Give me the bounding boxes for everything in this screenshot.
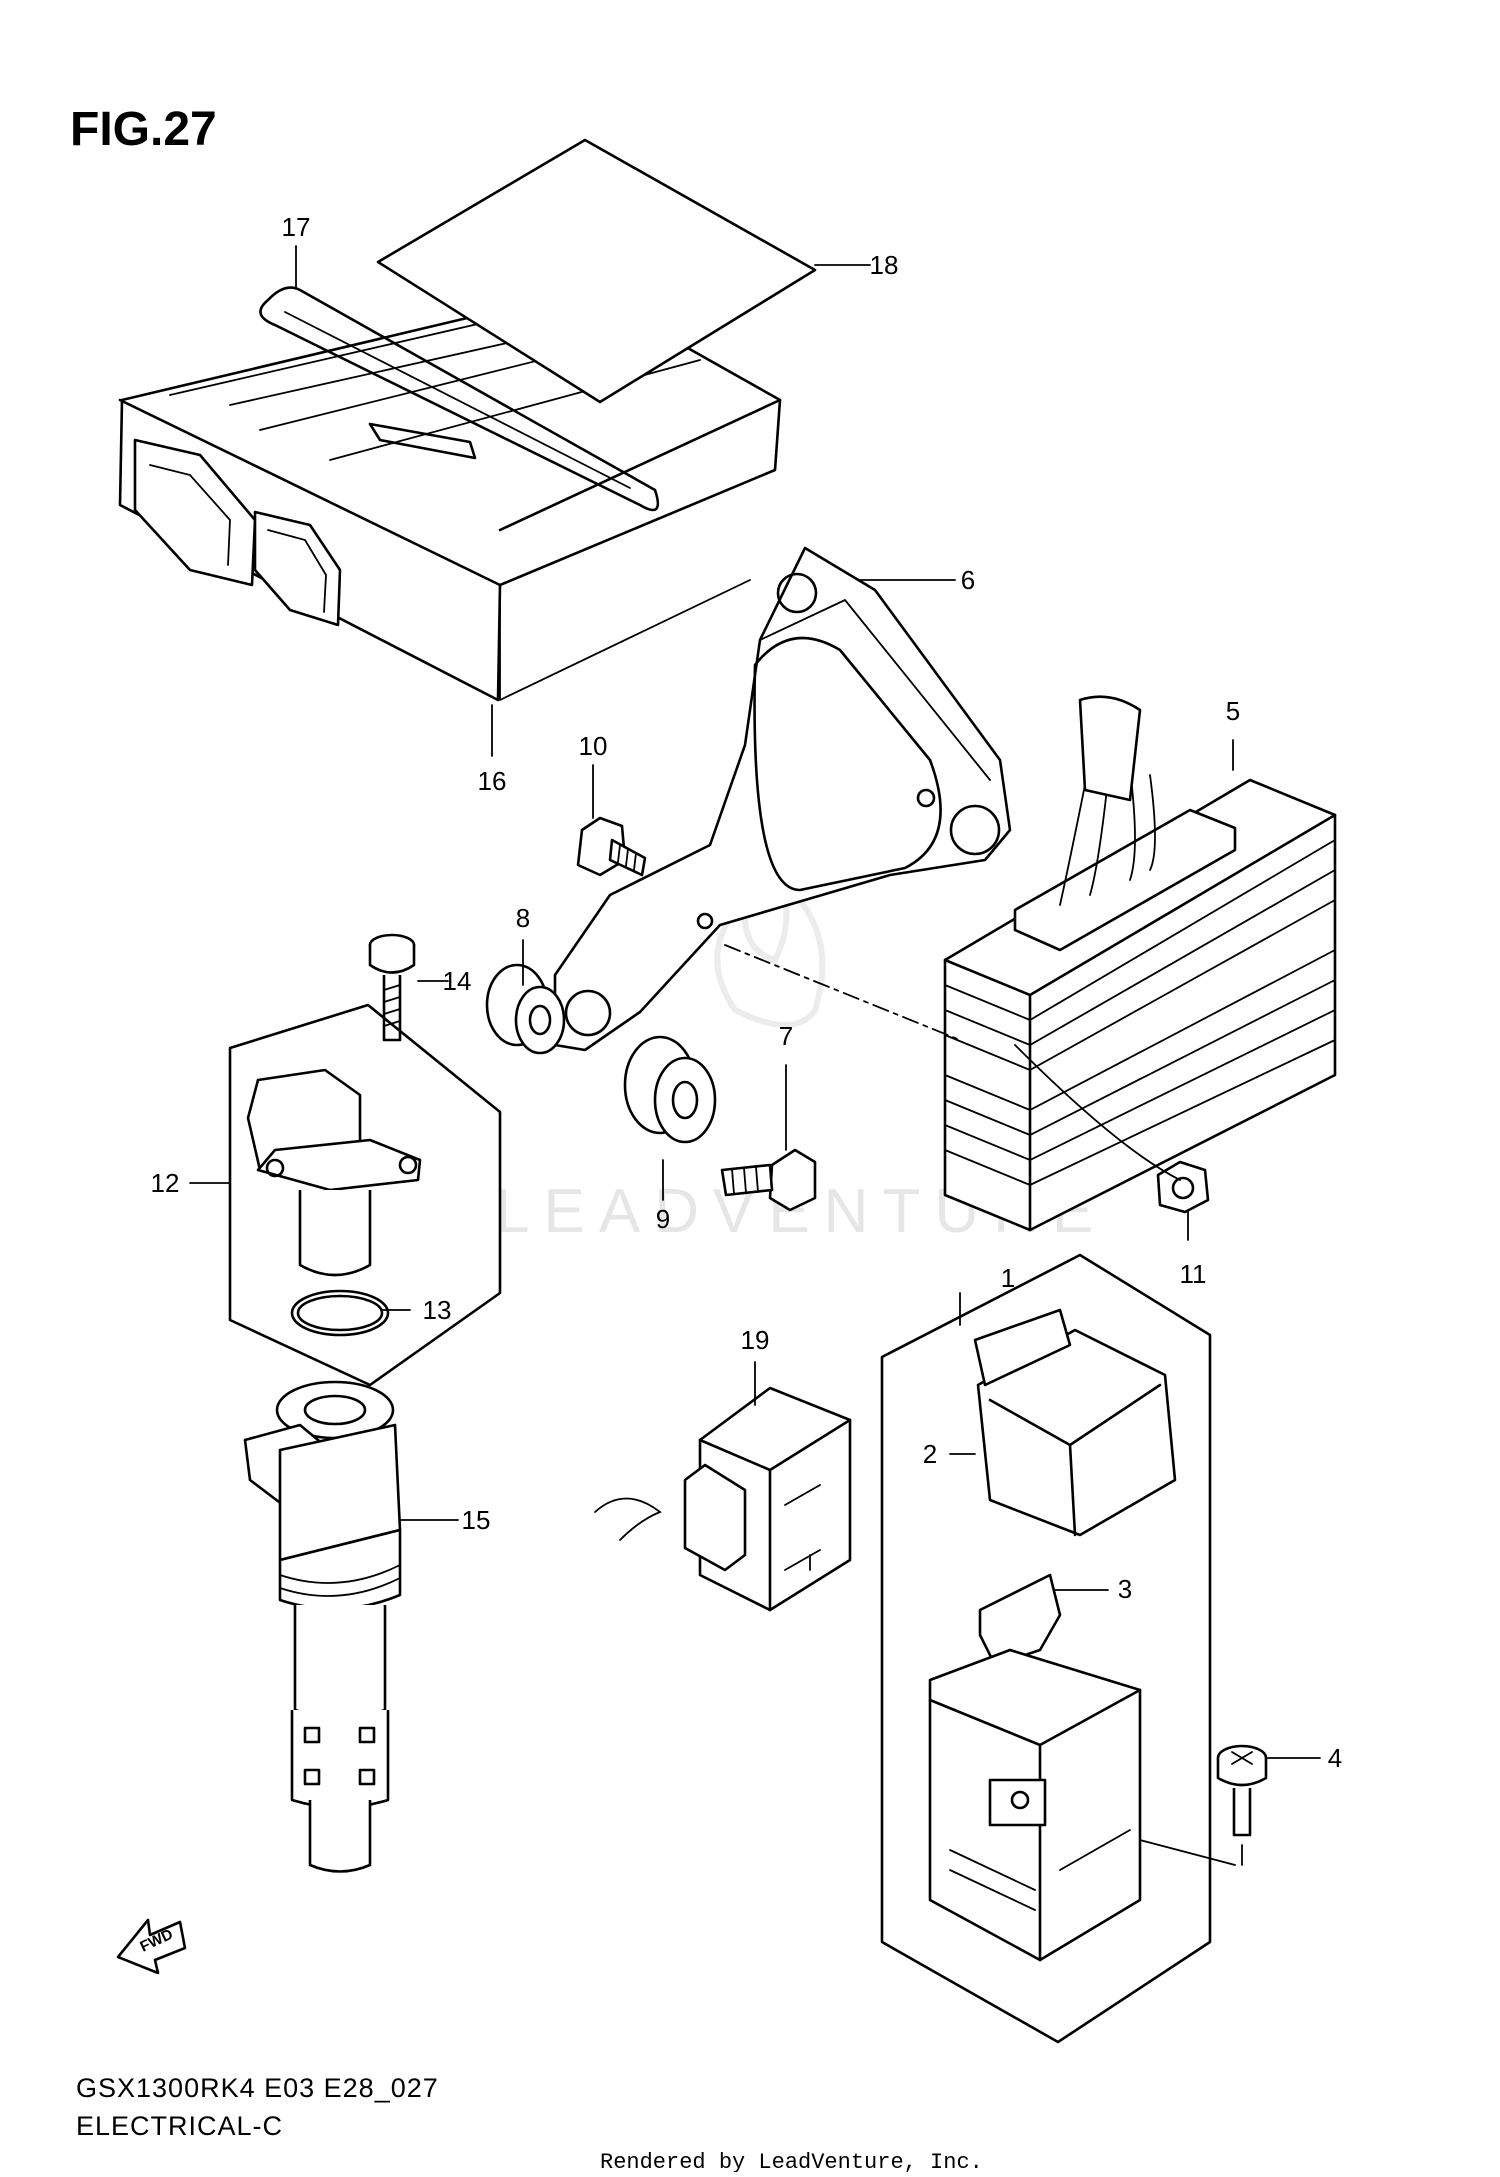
grommet-8 (485, 963, 566, 1055)
callout-3: 3 (1118, 1574, 1132, 1604)
ignition-coil (243, 1380, 402, 1873)
nut-11 (1156, 1160, 1210, 1214)
callout-13: 13 (423, 1295, 452, 1325)
callout-10: 10 (579, 731, 608, 761)
screw-4 (1216, 1744, 1268, 1837)
bracket (553, 546, 1012, 1052)
callout-19: 19 (741, 1325, 770, 1355)
callout-4: 4 (1328, 1743, 1342, 1773)
callout-9: 9 (656, 1204, 670, 1234)
ecm-unit (118, 138, 817, 702)
callout-5: 5 (1226, 696, 1240, 726)
sensor-kit-box (228, 1003, 502, 1387)
callouts: 1 2 3 4 5 6 7 8 9 10 11 12 13 14 15 16 1… (151, 212, 1343, 1773)
callout-18: 18 (870, 250, 899, 280)
bolt-14 (368, 933, 416, 1042)
fwd-arrow-icon: FWD (116, 1918, 187, 1975)
callout-16: 16 (478, 766, 507, 796)
relay-19 (594, 1386, 852, 1612)
callout-15: 15 (462, 1505, 491, 1535)
callout-14: 14 (443, 966, 472, 996)
section-name: ELECTRICAL-C (76, 2111, 283, 2141)
render-credit: Rendered by LeadVenture, Inc. (600, 2150, 983, 2172)
callout-2: 2 (923, 1439, 937, 1469)
regulator-rectifier (943, 695, 1337, 1232)
callout-11: 11 (1180, 1259, 1207, 1289)
bolt-10 (576, 816, 647, 877)
callout-1: 1 (1001, 1263, 1015, 1293)
leader-lines (189, 245, 1321, 1866)
callout-12: 12 (151, 1168, 180, 1198)
grommet-9 (623, 1035, 717, 1144)
callout-6: 6 (961, 565, 975, 595)
callout-17: 17 (282, 212, 311, 242)
callout-7: 7 (779, 1021, 793, 1051)
starter-relay-kit (880, 1253, 1212, 2044)
figure-title: FIG.27 (70, 103, 217, 156)
model-code: GSX1300RK4 E03 E28_027 (76, 2073, 439, 2103)
bolt-7 (720, 1148, 817, 1212)
callout-8: 8 (516, 903, 530, 933)
